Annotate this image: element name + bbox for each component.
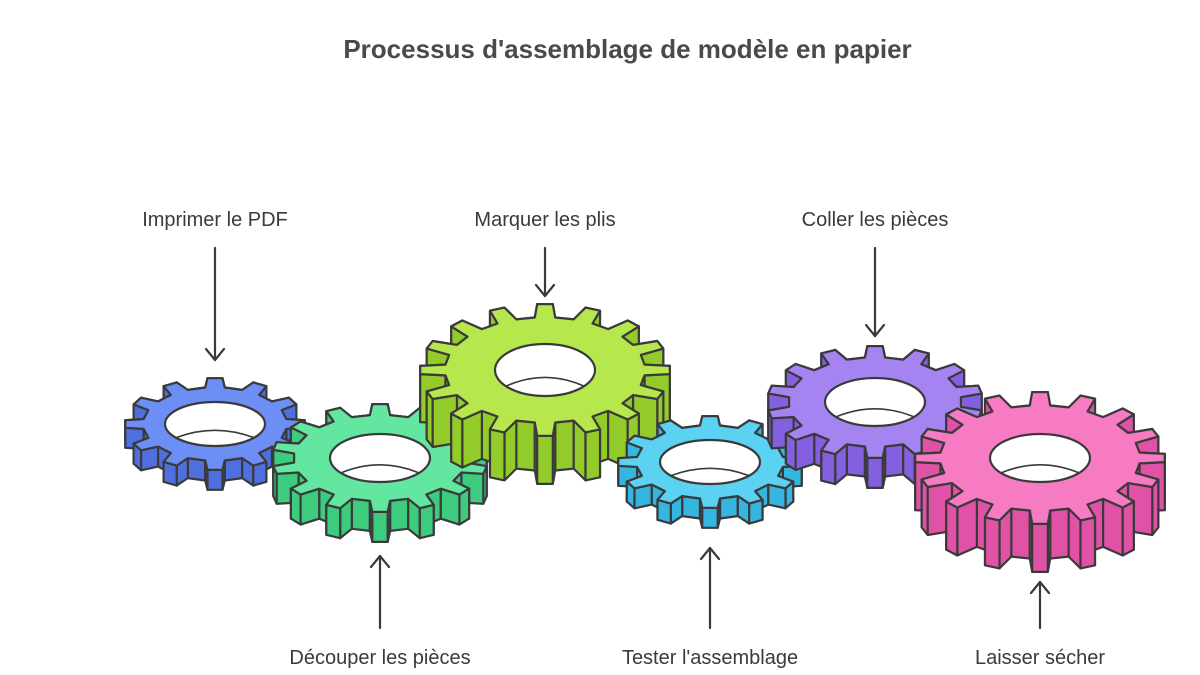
gear-2-hole-depth xyxy=(340,464,420,474)
step-label-2: Découper les pièces xyxy=(289,647,470,669)
gear-4-hole xyxy=(658,438,762,486)
arrow-6 xyxy=(1029,580,1051,630)
gear-5-hole xyxy=(823,376,927,428)
gear-5-hole-depth xyxy=(835,408,915,418)
arrow-3 xyxy=(534,246,556,298)
gear-6 xyxy=(914,391,1166,573)
gear-2-hole xyxy=(328,432,432,484)
arrow-5 xyxy=(864,246,886,338)
gear-6-side xyxy=(914,391,1166,573)
gear-6-hole xyxy=(988,432,1092,484)
step-label-1: Imprimer le PDF xyxy=(142,209,288,231)
arrows-layer xyxy=(204,246,1051,630)
step-label-3: Marquer les plis xyxy=(474,209,615,231)
gear-6-hole-depth xyxy=(1000,464,1080,474)
gear-1-hole-depth xyxy=(175,429,255,439)
labels-layer: Imprimer le PDF Découper les pièces Marq… xyxy=(142,209,1105,669)
gear-3-hole-depth xyxy=(505,376,585,387)
diagram-title: Processus d'assemblage de modèle en papi… xyxy=(343,34,912,64)
gear-3-hole xyxy=(493,342,597,398)
step-label-5: Coller les pièces xyxy=(802,209,949,231)
step-label-4: Tester l'assemblage xyxy=(622,647,798,669)
arrow-4 xyxy=(699,546,721,630)
gear-4-hole-depth xyxy=(670,467,750,477)
step-label-6: Laisser sécher xyxy=(975,647,1105,669)
gears-layer xyxy=(124,303,1166,573)
arrow-2 xyxy=(369,554,391,630)
gear-1-hole xyxy=(163,400,267,448)
arrow-1 xyxy=(204,246,226,362)
